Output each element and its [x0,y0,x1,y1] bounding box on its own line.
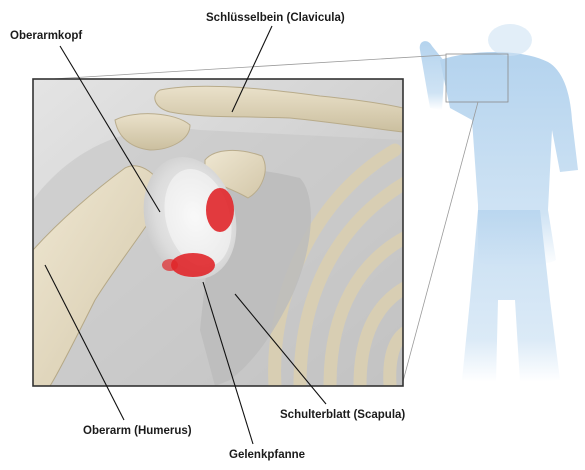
label-humerus: Oberarm (Humerus) [83,425,192,437]
zoom-line-top [35,55,446,80]
label-gelenkpfanne: Gelenkpfanne [229,449,305,461]
body-figure [420,24,578,382]
label-scapula: Schulterblatt (Scapula) [280,409,405,421]
zoom-frame [33,79,410,386]
label-oberarmkopf: Oberarmkopf [10,30,82,42]
label-clavicula: Schlüsselbein (Clavicula) [206,12,345,24]
